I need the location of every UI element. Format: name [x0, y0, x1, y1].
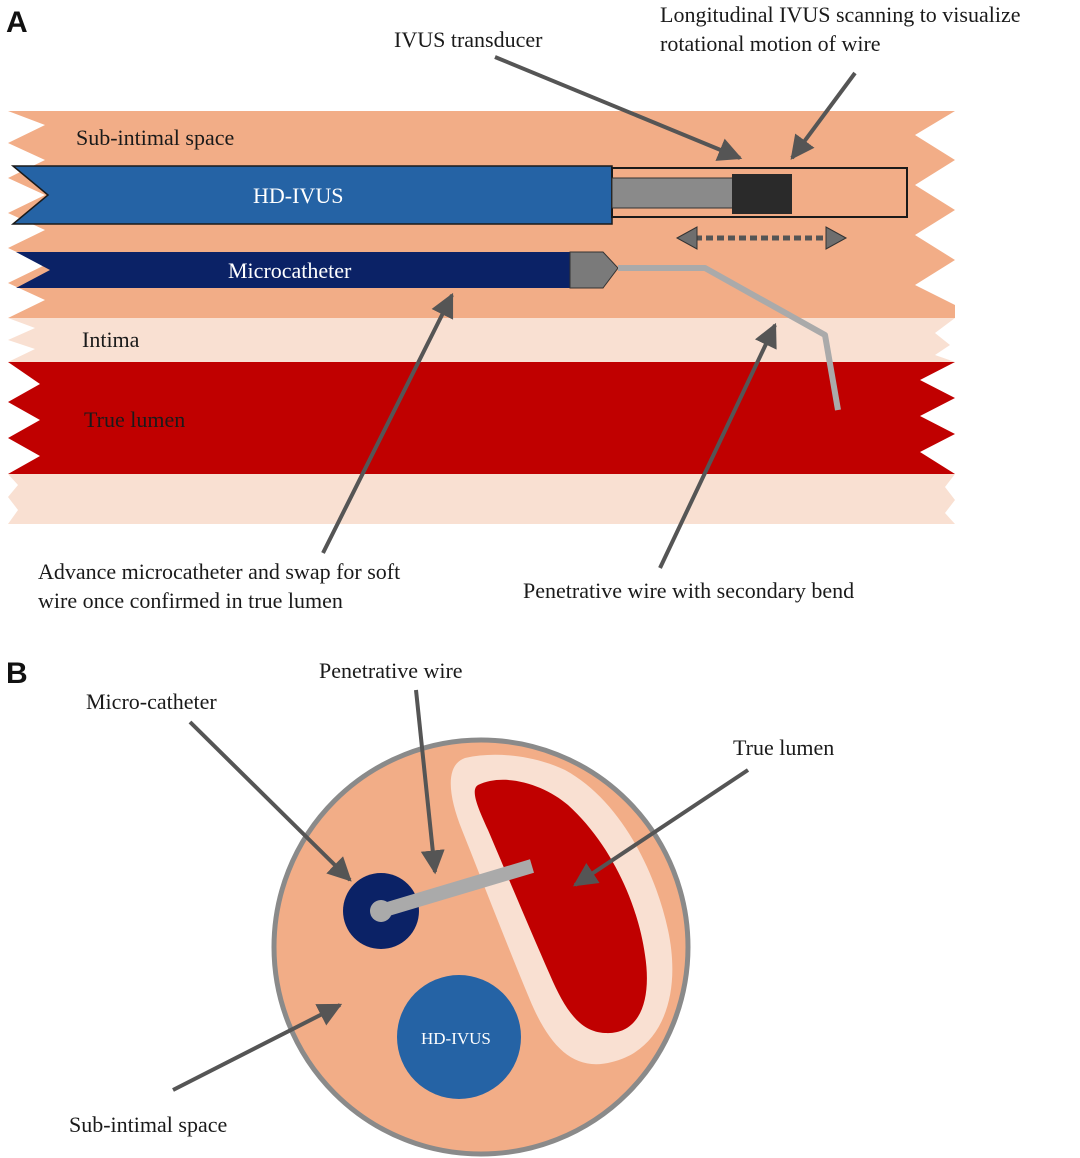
- arrow-advance-microcatheter: [321, 292, 454, 554]
- annotation-longitudinal-line1: Longitudinal IVUS scanning to visualize: [660, 2, 1021, 27]
- arrow-b-penetrative-wire: [414, 689, 445, 875]
- cross-section-wire-tip: [370, 900, 392, 922]
- panel-a-letter: A: [6, 6, 28, 39]
- label-b-true-lumen: True lumen: [733, 735, 834, 760]
- ivus-drive-shaft: [611, 177, 735, 209]
- label-microcatheter: Microcatheter: [228, 258, 352, 283]
- label-sub-intimal-space: Sub-intimal space: [76, 125, 234, 150]
- intima-band: [8, 318, 955, 362]
- arrow-ivus-transducer: [494, 55, 743, 161]
- vessel-cross-section: [271, 737, 691, 1157]
- hd-ivus-catheter: [10, 165, 613, 225]
- annotation-longitudinal-line2: rotational motion of wire: [660, 31, 881, 56]
- microcatheter: [16, 252, 570, 288]
- ivus-transducer: [732, 174, 792, 214]
- annotation-ivus-transducer: IVUS transducer: [394, 27, 543, 52]
- label-b-penetrative-wire: Penetrative wire: [319, 658, 463, 683]
- panel-b-letter: B: [6, 657, 28, 690]
- label-hd-ivus: HD-IVUS: [253, 183, 343, 208]
- microcatheter-tip: [569, 251, 619, 289]
- arrow-b-micro-catheter: [188, 720, 352, 882]
- arrow-b-true-lumen: [573, 768, 750, 887]
- penetrative-wire-bent: [618, 265, 841, 411]
- label-true-lumen: True lumen: [84, 407, 185, 432]
- arrow-b-sub-intimal-space: [172, 1003, 343, 1092]
- cross-section-penetrative-wire: [379, 859, 534, 918]
- annotation-advance-line2: wire once confirmed in true lumen: [38, 588, 343, 613]
- arrow-penetrative-bend: [658, 322, 777, 569]
- cross-section-true-lumen: [474, 779, 647, 1034]
- label-b-micro-catheter: Micro-catheter: [86, 689, 217, 714]
- label-b-hd-ivus: HD-IVUS: [421, 1029, 491, 1048]
- longitudinal-scan-arrow: [675, 226, 848, 250]
- annotation-penetrative-bend: Penetrative wire with secondary bend: [523, 578, 854, 603]
- lower-intima-band: [8, 474, 955, 524]
- label-intima: Intima: [82, 327, 140, 352]
- annotation-advance-line1: Advance microcatheter and swap for soft: [38, 559, 400, 584]
- label-b-sub-intimal-space: Sub-intimal space: [69, 1112, 227, 1137]
- cross-section-hd-ivus: [397, 975, 521, 1099]
- arrow-longitudinal-scan: [790, 71, 857, 160]
